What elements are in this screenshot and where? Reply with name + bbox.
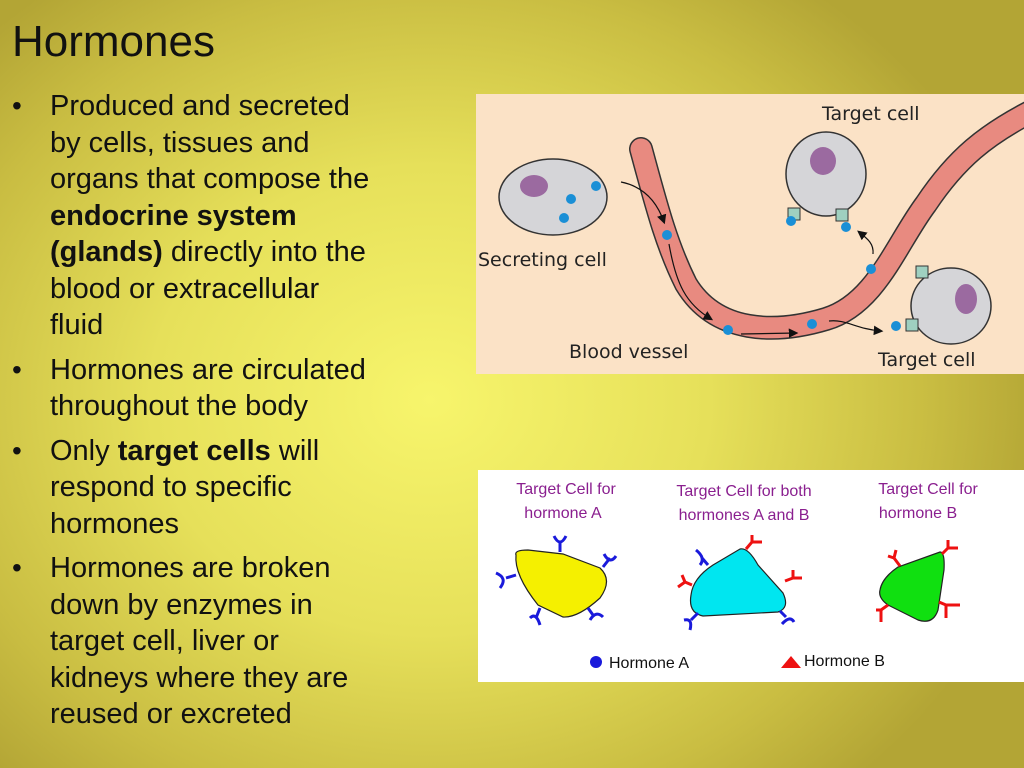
bullet-line: (glands) directly into the [50,234,369,271]
bold-text: target cells [117,434,271,467]
secreting-cell-label: Secreting cell [478,249,607,271]
text: reused or excreted [50,698,292,730]
bullet-line: fluid [50,307,369,344]
bullet-line: blood or extracellular [50,271,369,308]
text: directly into the [162,236,366,268]
bullet-list: • Produced and secreted by cells, tissues … [12,88,369,741]
bullet-item: • Hormones are circulated throughout the b… [12,352,369,425]
cell-a-title-2: hormone A [524,505,602,522]
bullet-line: hormones [50,506,369,543]
cell-ab-title-2: hormones A and B [679,507,810,524]
bullet-line: organs that compose the [50,161,369,198]
hormone-transport-diagram: Secreting cell Target cell Target cell B… [476,94,1024,374]
target-cell-receptor-diagram: Target Cell for hormone A Target Cell fo… [478,470,1024,682]
text: fluid [50,309,104,341]
target-cell-top-label: Target cell [821,103,920,125]
cell-ab [689,548,787,617]
bullet-line: Hormones are circulated [50,352,369,389]
text: respond to specific [50,471,292,503]
text: Only [50,434,118,467]
bullet-line: target cell, liver or [50,623,369,660]
text: kidneys where they are [50,661,349,694]
target-cell-bottom-label: Target cell [877,349,976,371]
slide-title: Hormones [12,17,215,66]
bullet-line: Produced and secreted [50,88,369,125]
bullet-line: throughout the body [50,388,369,425]
text: target cell, liver or [50,625,279,657]
text: Produced and secreted [50,90,350,122]
cell-b-title-2: hormone B [879,505,957,522]
bullet-line: endocrine system [50,198,369,235]
cell-a-title-1: Target Cell for [516,481,616,498]
text: blood or extracellular [50,272,320,305]
bullet-glyph: • [12,552,22,583]
text: down by enzymes in [50,588,313,621]
bullet-line: reused or excreted [50,696,369,733]
text: organs that compose the [50,163,370,195]
bullet-line: Only target cells will [50,433,369,470]
bold-text: endocrine system [50,199,297,232]
text: throughout the body [50,390,308,422]
text: will [270,434,320,467]
bold-text: (glands) [50,236,163,268]
receptors-a [495,535,796,631]
bullet-line: kidneys where they are [50,660,369,697]
secreting-cell [498,158,608,236]
bullet-item: • Produced and secreted by cells, tissues … [12,88,369,344]
target-cell-top [785,131,867,232]
cell-a [515,549,608,618]
bullet-glyph: • [12,90,22,121]
legend-hormone-a: Hormone A [609,655,689,672]
blood-vessel-label: Blood vessel [569,341,688,363]
bullet-line: down by enzymes in [50,587,369,624]
bullet-glyph: • [12,353,22,385]
hormone-a-legend-icon [590,656,602,668]
hormone-b-legend-icon [781,656,801,668]
bullet-line: Hormones are broken [50,550,369,587]
legend-hormone-b: Hormone B [804,653,885,670]
text: by cells, tissues and [50,126,310,159]
bullet-line: by cells, tissues and [50,125,369,162]
receptors-b [677,535,960,622]
cell-ab-title-1: Target Cell for both [676,483,811,500]
text: Hormones are circulated [50,353,366,386]
target-cell-bottom [891,265,992,345]
cell-b [879,551,945,622]
bullet-item: • Hormones are broken down by enzymes in ta… [12,550,369,733]
text: hormones [50,507,179,540]
bullet-line: respond to specific [50,469,369,506]
cell-b-title-1: Target Cell for [878,481,978,498]
bullet-glyph: • [12,434,22,466]
text: Hormones are broken [50,552,331,584]
